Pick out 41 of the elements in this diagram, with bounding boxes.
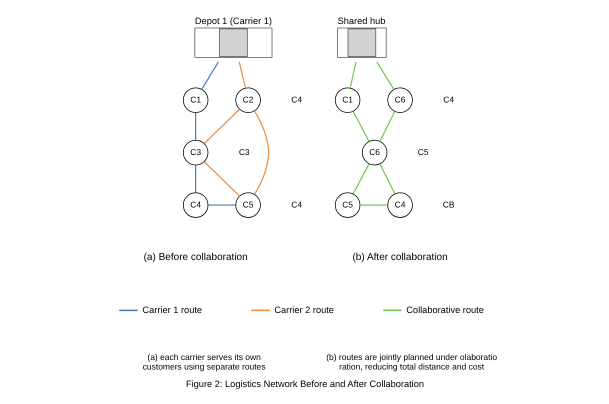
legend-label: Collaborative route [406,304,484,315]
connector [194,165,196,193]
node-label: C5 [417,146,428,157]
label: (a) Before collaboration [143,252,248,264]
node-circle: C6 [361,140,387,166]
legend-label: Carrier 1 route [142,304,202,315]
node-label: CB [442,199,454,210]
node-label: Shared hub [337,16,385,26]
node-label: C4 [442,94,454,104]
connector [203,108,240,144]
node-circle: C4 [386,192,412,218]
connector [378,111,395,142]
node-label: C4 [290,199,302,210]
label: (b) routes are jointly planned under olaboratio ration, reducing total distance and cost [326,352,497,372]
node-circle: C5 [334,192,360,218]
legend-label: Carrier 2 route [274,304,334,315]
label: (b) After collaboration [352,252,448,264]
connector [352,110,369,142]
connector [200,62,218,90]
node-label: Depot 1 (Carrier 1) [194,16,272,26]
connector [254,110,269,194]
caption: Figure 2: Logistics Network Before and After Collaboration [185,378,424,389]
connector [238,62,246,88]
label: (a) each carrier serves its own customers using separate routes [142,352,266,372]
connector [378,164,395,194]
node-circle: C6 [386,87,412,113]
connector [208,204,236,206]
connector [349,62,356,88]
node-circle: C1 [334,87,360,113]
node-label: C4 [290,94,302,104]
node-circle: C2 [234,87,260,113]
connector [203,161,240,196]
connector [194,112,196,140]
node-label: C3 [238,146,250,157]
connector [352,163,370,194]
node-circle: C4 [182,192,208,218]
node-circle: C3 [182,140,208,166]
node-circle: C1 [182,87,208,113]
connector [376,62,394,90]
node-circle: C5 [234,192,260,218]
connector [360,204,388,206]
